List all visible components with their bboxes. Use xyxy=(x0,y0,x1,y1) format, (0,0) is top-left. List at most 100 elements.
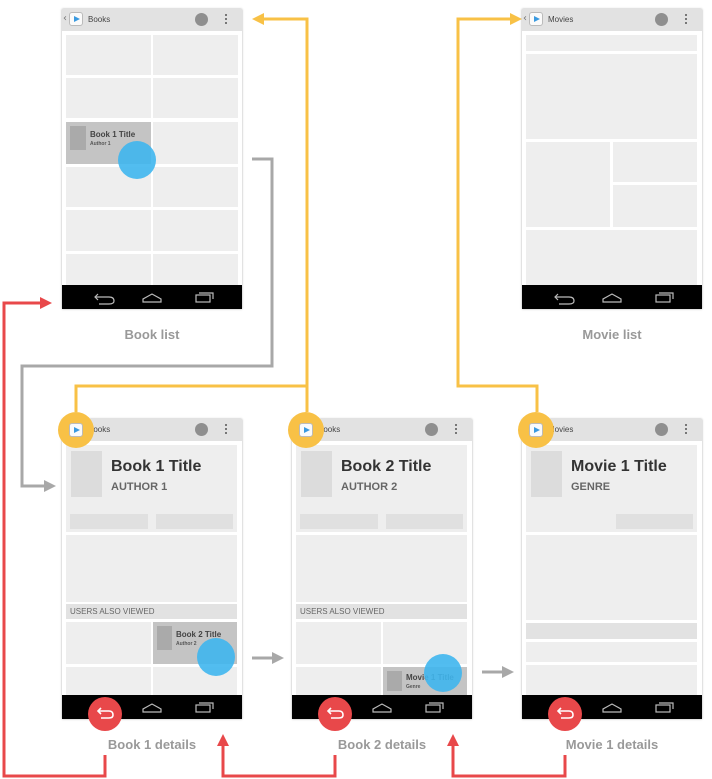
up-button-highlight[interactable] xyxy=(58,412,94,448)
overflow-menu-icon[interactable] xyxy=(685,14,688,26)
up-button-highlight[interactable] xyxy=(288,412,324,448)
home-icon xyxy=(602,293,622,303)
search-icon[interactable] xyxy=(425,423,438,436)
overflow-menu-icon[interactable] xyxy=(455,424,458,436)
action-bar-title: Books xyxy=(88,15,111,24)
book-1-details-screen: Books Book 1 Title AUTHOR 1 USERS ALSO V… xyxy=(62,419,242,719)
search-icon[interactable] xyxy=(655,423,668,436)
action-bar: ‹ Books xyxy=(62,9,242,31)
grid-tile[interactable] xyxy=(66,622,151,664)
up-button-highlight[interactable] xyxy=(518,412,554,448)
book-card-title: Book 2 Title xyxy=(176,630,222,639)
details-title: Movie 1 Title xyxy=(571,458,667,475)
details-title: Book 1 Title xyxy=(111,458,202,475)
grid-tile[interactable] xyxy=(153,78,238,118)
book-cover xyxy=(157,626,172,650)
section-header xyxy=(526,623,697,639)
back-icon xyxy=(326,707,344,719)
details-subtitle: GENRE xyxy=(571,481,611,493)
description-block xyxy=(296,535,467,602)
hero-tile[interactable] xyxy=(526,54,697,139)
grid-tile[interactable] xyxy=(296,622,381,664)
details-content: Book 1 Title AUTHOR 1 USERS ALSO VIEWED … xyxy=(62,441,242,695)
grid-tile[interactable] xyxy=(153,254,238,285)
details-header: Book 1 Title AUTHOR 1 xyxy=(66,445,237,532)
book-card-title: Book 1 Title xyxy=(90,130,136,139)
touch-indicator xyxy=(197,638,235,676)
movie-poster xyxy=(531,451,562,497)
description-block xyxy=(66,535,237,602)
grid-tile[interactable] xyxy=(153,167,238,207)
search-icon[interactable] xyxy=(195,13,208,26)
movie-list-screen: ‹ Movies xyxy=(522,9,702,309)
book-2-details-screen: Books Book 2 Title AUTHOR 2 USERS ALSO V… xyxy=(292,419,472,719)
book-list-caption: Book list xyxy=(124,327,180,342)
section-header: USERS ALSO VIEWED xyxy=(296,604,467,619)
home-icon xyxy=(602,703,622,713)
play-store-icon xyxy=(529,423,543,437)
touch-indicator xyxy=(424,654,462,692)
forward-navigation-arrowheads xyxy=(44,480,514,678)
details-subtitle: AUTHOR 1 xyxy=(111,481,168,493)
grid-tile[interactable] xyxy=(66,35,151,75)
overflow-menu-icon[interactable] xyxy=(225,424,228,436)
chevron-left-icon: ‹ xyxy=(63,13,67,24)
chevron-left-icon: ‹ xyxy=(523,13,527,24)
back-button-highlight[interactable] xyxy=(88,697,122,731)
movie-1-details-caption: Movie 1 details xyxy=(565,737,659,752)
movie-poster xyxy=(387,671,402,691)
back-icon xyxy=(554,293,575,305)
details-title: Book 2 Title xyxy=(341,458,432,475)
action-button[interactable] xyxy=(300,514,378,529)
home-icon xyxy=(372,703,392,713)
overflow-menu-icon[interactable] xyxy=(685,424,688,436)
movie-layout xyxy=(522,31,702,285)
list-item[interactable] xyxy=(526,642,697,662)
search-icon[interactable] xyxy=(655,13,668,26)
action-button[interactable] xyxy=(616,514,693,529)
grid-tile[interactable] xyxy=(153,35,238,75)
grid-tile[interactable] xyxy=(613,142,697,182)
book-cover xyxy=(301,451,332,497)
overflow-menu-icon[interactable] xyxy=(225,14,228,26)
grid-tile[interactable] xyxy=(66,210,151,251)
details-content: Movie 1 Title GENRE xyxy=(522,441,702,695)
grid-tile[interactable] xyxy=(153,122,238,164)
back-navigation-lines xyxy=(2,301,567,778)
recents-icon xyxy=(195,292,214,303)
grid-tile[interactable] xyxy=(296,667,381,695)
action-button[interactable] xyxy=(386,514,463,529)
forward-navigation-lines xyxy=(20,157,504,674)
grid-tile[interactable] xyxy=(66,667,151,695)
book-list-screen: ‹ Books Book 1 Title Author 1 xyxy=(62,9,242,309)
section-header: USERS ALSO VIEWED xyxy=(66,604,237,619)
back-button-highlight[interactable] xyxy=(548,697,582,731)
grid-tile[interactable] xyxy=(613,185,697,227)
play-store-icon xyxy=(69,423,83,437)
grid-tile[interactable] xyxy=(526,142,610,227)
details-header: Movie 1 Title GENRE xyxy=(526,445,697,532)
play-store-icon[interactable] xyxy=(529,12,543,26)
grid-tile[interactable] xyxy=(66,78,151,118)
back-button-highlight[interactable] xyxy=(318,697,352,731)
book-cover xyxy=(71,451,102,497)
grid-tile[interactable] xyxy=(153,210,238,251)
grid-tile[interactable] xyxy=(526,230,697,285)
recents-icon xyxy=(425,702,444,713)
book-cover xyxy=(70,126,86,150)
action-bar: Books xyxy=(292,419,472,441)
action-button[interactable] xyxy=(70,514,148,529)
search-icon[interactable] xyxy=(195,423,208,436)
details-subtitle: AUTHOR 2 xyxy=(341,481,398,493)
action-bar-title: Movies xyxy=(548,425,574,434)
play-store-icon[interactable] xyxy=(69,12,83,26)
action-bar-title: Movies xyxy=(548,15,574,24)
action-button[interactable] xyxy=(156,514,233,529)
list-item[interactable] xyxy=(526,665,697,695)
description-block xyxy=(526,535,697,620)
details-content: Book 2 Title AUTHOR 2 USERS ALSO VIEWED … xyxy=(292,441,472,695)
grid-tile[interactable] xyxy=(66,254,151,285)
action-bar: ‹ Movies xyxy=(522,9,702,31)
up-navigation-lines xyxy=(74,17,539,412)
